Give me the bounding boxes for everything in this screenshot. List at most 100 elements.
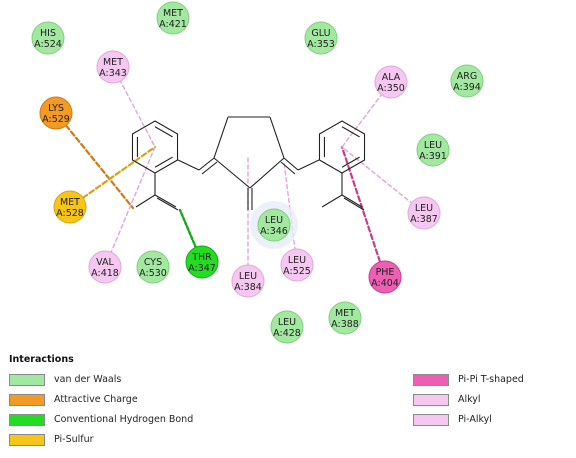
legend-swatch: [413, 374, 449, 386]
legend-title: Interactions: [9, 354, 74, 365]
left-carboxyl-bond: [135, 194, 156, 208]
residue-name: GLU: [311, 28, 330, 39]
residue-name: MET: [103, 57, 123, 68]
residue-name: LYS: [48, 103, 64, 114]
residue-chain-id: A:343: [99, 68, 127, 79]
residue-chain-id: A:391: [419, 151, 447, 162]
residue-disc: [231, 264, 265, 298]
residue-chain-id: A:404: [371, 278, 399, 289]
legend-label: Pi-Alkyl: [458, 414, 492, 425]
central-ring-bond: [249, 157, 285, 189]
residue-disc: [416, 133, 450, 167]
residue-chain-id: A:388: [331, 319, 359, 330]
residue-name: ARG: [457, 71, 477, 82]
vinyl-double-bond: [280, 161, 296, 175]
vinyl-bond: [177, 159, 200, 171]
residue-chain-id: A:525: [283, 266, 311, 277]
residue-disc: [280, 248, 314, 282]
residue-chain-id: A:418: [91, 268, 119, 279]
residue-name: LEU: [415, 203, 433, 214]
left-benzene-ring-double-bond: [154, 126, 173, 138]
left-benzene-ring-double-bond: [154, 156, 173, 168]
legend-label: Attractive Charge: [54, 394, 138, 405]
residue-chain-id: A:353: [307, 39, 335, 50]
residue-chain-id: A:387: [410, 214, 438, 225]
residue-disc: [407, 196, 441, 230]
right-carboxyl-bond: [341, 194, 363, 208]
left-carboxyl-double-bond: [156, 197, 179, 211]
residue-name: PHE: [376, 267, 395, 278]
central-ring-bond: [213, 116, 229, 159]
residue-disc: [53, 190, 87, 224]
residue-name: LEU: [239, 271, 257, 282]
right-carboxyl-double-bond: [343, 197, 365, 211]
legend-swatch: [9, 434, 45, 446]
residue-chain-id: A:428: [273, 328, 301, 339]
residue-disc: [270, 310, 304, 344]
residue-chain-id: A:524: [34, 39, 62, 50]
legend-label: Alkyl: [458, 394, 481, 405]
residue-name: LEU: [278, 317, 296, 328]
residue-name: MET: [335, 308, 355, 319]
residue-name: MET: [163, 8, 183, 19]
residue-disc: [136, 250, 170, 284]
vinyl-bond: [297, 159, 320, 171]
interaction-line-met528: [68, 145, 157, 209]
residue-disc: [39, 96, 73, 130]
legend-label: van der Waals: [54, 374, 122, 385]
legend-swatch: [9, 414, 45, 426]
residue-disc: [31, 21, 65, 55]
residue-chain-id: A:347: [188, 263, 216, 274]
residue-disc: [88, 250, 122, 284]
residue-chain-id: A:350: [377, 83, 405, 94]
interaction-line-leu387: [341, 146, 425, 214]
left-carboxyl-bond: [154, 194, 177, 208]
residue-chain-id: A:529: [42, 114, 70, 125]
right-carboxyl-bond: [321, 194, 343, 208]
residue-disc: [450, 64, 484, 98]
residue-disc: [257, 208, 291, 242]
residue-name: HIS: [40, 28, 56, 39]
legend-label: Pi-Sulfur: [54, 434, 94, 445]
legend-swatch: [9, 394, 45, 406]
central-ring-bond: [269, 116, 285, 159]
legend-swatch: [9, 374, 45, 386]
right-benzene-ring-double-bond: [341, 126, 360, 138]
residue-name: VAL: [96, 257, 114, 268]
right-benzene-ring-double-bond: [341, 156, 360, 168]
vinyl-double-bond: [283, 157, 299, 171]
residue-name: ALA: [382, 72, 401, 83]
interaction-line-phe404: [340, 145, 387, 279]
residue-chain-id: A:384: [234, 282, 262, 293]
residue-disc: [156, 1, 190, 35]
legend-swatch: [413, 394, 449, 406]
residue-chain-id: A:530: [139, 268, 167, 279]
legend-swatch: [413, 414, 449, 426]
residue-chain-id: A:346: [260, 226, 288, 237]
residue-name: LEU: [288, 255, 306, 266]
residue-name: MET: [60, 197, 80, 208]
central-ring-bond: [213, 157, 251, 189]
residue-name: LEU: [265, 215, 283, 226]
vinyl-double-bond: [198, 157, 215, 171]
interaction-line-lys529: [54, 111, 135, 210]
residue-disc: [304, 21, 338, 55]
residue-disc: [96, 50, 130, 84]
